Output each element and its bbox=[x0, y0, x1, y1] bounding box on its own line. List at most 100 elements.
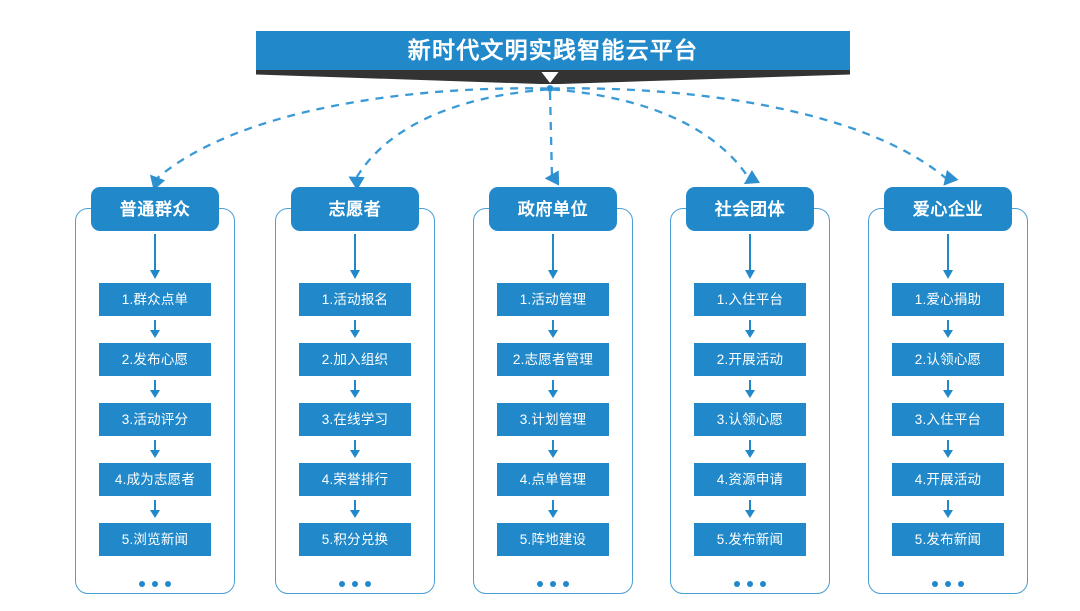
role-header-label: 志愿者 bbox=[328, 199, 382, 219]
header-to-first-arrow-icon bbox=[354, 234, 356, 271]
step-box[interactable]: 2.发布心愿 bbox=[99, 343, 211, 376]
step-box[interactable]: 5.发布新闻 bbox=[892, 523, 1004, 556]
ellipsis-dot bbox=[152, 581, 158, 587]
role-column-body: 1.活动报名 2.加入组织 3.在线学习 4.荣誉排行 5.积分兑换 bbox=[276, 209, 434, 593]
step-box[interactable]: 5.发布新闻 bbox=[694, 523, 806, 556]
step-box[interactable]: 1.群众点单 bbox=[99, 283, 211, 316]
step-label: 2.发布心愿 bbox=[121, 351, 189, 367]
step-arrow-icon bbox=[552, 500, 554, 511]
step-box[interactable]: 1.爱心捐助 bbox=[892, 283, 1004, 316]
header-to-first-arrow-icon bbox=[947, 234, 949, 271]
step-arrow-icon bbox=[947, 440, 949, 451]
step-arrow-icon bbox=[154, 500, 156, 511]
step-arrow-icon bbox=[749, 500, 751, 511]
step-label: 3.在线学习 bbox=[321, 411, 389, 427]
role-column-3: 政府单位 1.活动管理 2.志愿者管理 3.计划管理 4.点单管理 5.阵地建设 bbox=[473, 187, 633, 594]
ellipsis-dot bbox=[339, 581, 345, 587]
step-box[interactable]: 4.开展活动 bbox=[892, 463, 1004, 496]
page-title: 新时代文明实践智能云平台 bbox=[407, 37, 699, 63]
ellipsis-dot bbox=[734, 581, 740, 587]
step-arrow-icon bbox=[154, 380, 156, 391]
role-header-badge-4[interactable]: 社会团体 bbox=[686, 187, 814, 231]
step-label: 5.积分兑换 bbox=[321, 531, 389, 547]
role-header-badge-5[interactable]: 爱心企业 bbox=[884, 187, 1012, 231]
step-label: 5.阵地建设 bbox=[519, 531, 587, 547]
step-box[interactable]: 1.活动管理 bbox=[497, 283, 609, 316]
step-box[interactable]: 5.阵地建设 bbox=[497, 523, 609, 556]
step-label: 5.发布新闻 bbox=[716, 531, 784, 547]
step-box[interactable]: 2.志愿者管理 bbox=[497, 343, 609, 376]
step-arrow-icon bbox=[947, 320, 949, 331]
step-box[interactable]: 5.浏览新闻 bbox=[99, 523, 211, 556]
step-arrow-icon bbox=[354, 380, 356, 391]
more-items-ellipsis[interactable] bbox=[734, 581, 766, 587]
step-box[interactable]: 4.成为志愿者 bbox=[99, 463, 211, 496]
step-arrow-icon bbox=[749, 440, 751, 451]
step-label: 3.活动评分 bbox=[121, 411, 189, 427]
step-arrow-icon bbox=[552, 380, 554, 391]
step-arrow-icon bbox=[354, 320, 356, 331]
step-box[interactable]: 3.计划管理 bbox=[497, 403, 609, 436]
ellipsis-dot bbox=[365, 581, 371, 587]
step-label: 1.群众点单 bbox=[121, 291, 189, 307]
step-label: 3.认领心愿 bbox=[716, 411, 784, 427]
role-column-body: 1.爱心捐助 2.认领心愿 3.入住平台 4.开展活动 5.发布新闻 bbox=[869, 209, 1027, 593]
step-label: 4.荣誉排行 bbox=[321, 471, 389, 487]
step-label: 1.入住平台 bbox=[716, 291, 784, 307]
step-arrow-icon bbox=[354, 500, 356, 511]
step-arrow-icon bbox=[552, 440, 554, 451]
ellipsis-dot bbox=[563, 581, 569, 587]
step-label: 2.开展活动 bbox=[716, 351, 784, 367]
role-column-body: 1.活动管理 2.志愿者管理 3.计划管理 4.点单管理 5.阵地建设 bbox=[474, 209, 632, 593]
step-arrow-icon bbox=[947, 380, 949, 391]
step-label: 2.志愿者管理 bbox=[512, 351, 594, 367]
role-header-label: 政府单位 bbox=[517, 199, 589, 219]
role-header-badge-2[interactable]: 志愿者 bbox=[291, 187, 419, 231]
step-label: 5.发布新闻 bbox=[914, 531, 982, 547]
step-box[interactable]: 4.荣誉排行 bbox=[299, 463, 411, 496]
ellipsis-dot bbox=[932, 581, 938, 587]
ellipsis-dot bbox=[747, 581, 753, 587]
role-column-2: 志愿者 1.活动报名 2.加入组织 3.在线学习 4.荣誉排行 5.积分兑换 bbox=[275, 187, 435, 594]
step-label: 3.计划管理 bbox=[519, 411, 587, 427]
step-arrow-icon bbox=[354, 440, 356, 451]
step-box[interactable]: 2.加入组织 bbox=[299, 343, 411, 376]
header-to-first-arrow-icon bbox=[749, 234, 751, 271]
step-box[interactable]: 3.入住平台 bbox=[892, 403, 1004, 436]
platform-title-banner: 新时代文明实践智能云平台 bbox=[256, 31, 850, 70]
ellipsis-dot bbox=[165, 581, 171, 587]
step-arrow-icon bbox=[552, 320, 554, 331]
role-header-badge-1[interactable]: 普通群众 bbox=[91, 187, 219, 231]
role-column-1: 普通群众 1.群众点单 2.发布心愿 3.活动评分 4.成为志愿者 5.浏览新闻 bbox=[75, 187, 235, 594]
step-box[interactable]: 1.入住平台 bbox=[694, 283, 806, 316]
role-header-label: 爱心企业 bbox=[912, 199, 984, 219]
step-box[interactable]: 1.活动报名 bbox=[299, 283, 411, 316]
step-arrow-icon bbox=[749, 320, 751, 331]
more-items-ellipsis[interactable] bbox=[537, 581, 569, 587]
ellipsis-dot bbox=[537, 581, 543, 587]
step-box[interactable]: 5.积分兑换 bbox=[299, 523, 411, 556]
step-box[interactable]: 4.点单管理 bbox=[497, 463, 609, 496]
step-box[interactable]: 4.资源申请 bbox=[694, 463, 806, 496]
step-box[interactable]: 2.开展活动 bbox=[694, 343, 806, 376]
step-box[interactable]: 3.认领心愿 bbox=[694, 403, 806, 436]
step-box[interactable]: 3.活动评分 bbox=[99, 403, 211, 436]
more-items-ellipsis[interactable] bbox=[139, 581, 171, 587]
role-header-label: 社会团体 bbox=[714, 199, 786, 219]
step-box[interactable]: 3.在线学习 bbox=[299, 403, 411, 436]
role-header-label: 普通群众 bbox=[119, 199, 191, 219]
header-to-first-arrow-icon bbox=[154, 234, 156, 271]
step-label: 4.点单管理 bbox=[519, 471, 587, 487]
role-column-body: 1.群众点单 2.发布心愿 3.活动评分 4.成为志愿者 5.浏览新闻 bbox=[76, 209, 234, 593]
step-label: 5.浏览新闻 bbox=[121, 531, 189, 547]
more-items-ellipsis[interactable] bbox=[932, 581, 964, 587]
ellipsis-dot bbox=[945, 581, 951, 587]
role-header-badge-3[interactable]: 政府单位 bbox=[489, 187, 617, 231]
step-box[interactable]: 2.认领心愿 bbox=[892, 343, 1004, 376]
ellipsis-dot bbox=[760, 581, 766, 587]
more-items-ellipsis[interactable] bbox=[339, 581, 371, 587]
step-label: 1.活动管理 bbox=[519, 291, 587, 307]
role-column-5: 爱心企业 1.爱心捐助 2.认领心愿 3.入住平台 4.开展活动 5.发布新闻 bbox=[868, 187, 1028, 594]
